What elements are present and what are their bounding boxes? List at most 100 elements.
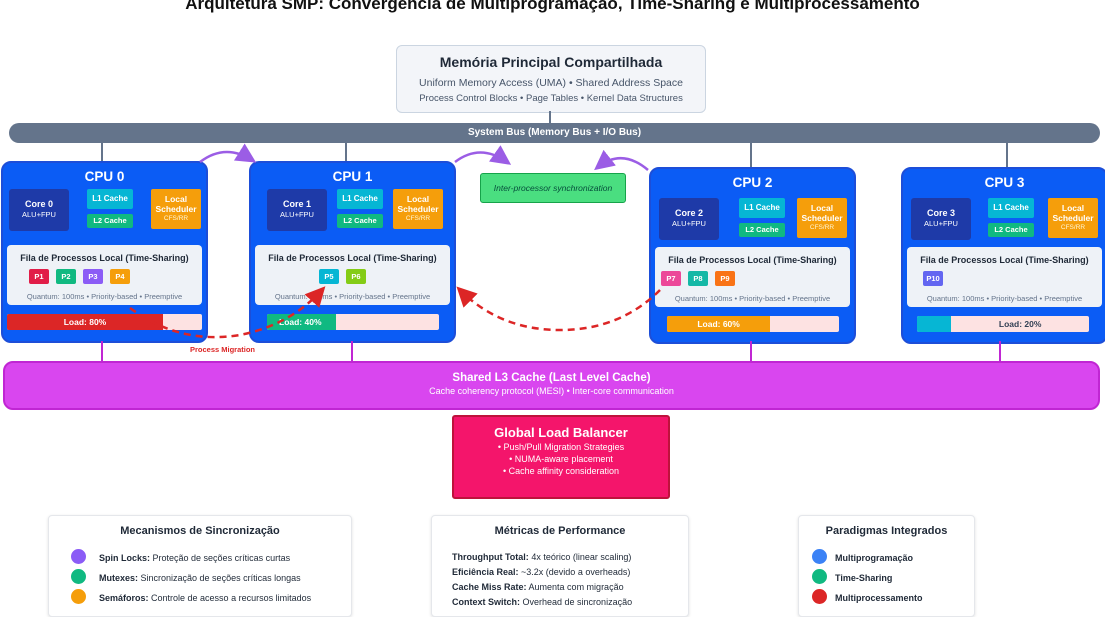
cpu-title: CPU 0 (84, 169, 125, 184)
memory-title: Memória Principal Compartilhada (439, 54, 663, 70)
load-label: Load: 80% (63, 317, 107, 327)
core-label: Core 1 (282, 199, 311, 209)
panel-title: Paradigmas Integrados (825, 525, 948, 537)
process-queue: Fila de Processos Local (Time-Sharing) P… (907, 247, 1102, 307)
metric-desc: 4x teórico (linear scaling) (528, 552, 632, 562)
integrated-paradigms-panel: Paradigmas Integrados Multiprogramação T… (798, 515, 975, 617)
migration-arrow (129, 286, 326, 339)
queue-title: Fila de Processos Local (Time-Sharing) (268, 253, 437, 263)
core-sub: ALU+FPU (22, 210, 56, 219)
migration-arrow (456, 286, 661, 332)
cpu-title: CPU 2 (732, 175, 773, 190)
legend-item: Spin Locks: Proteção de seções críticas … (99, 553, 290, 563)
scheduler-label: Local Scheduler (397, 194, 439, 214)
bus-connector (101, 143, 103, 161)
sync-arrow (454, 145, 512, 165)
inter-processor-sync-label: Inter-processor synchronization (480, 173, 626, 203)
l2-cache: L2 Cache (337, 214, 383, 228)
l1-cache: L1 Cache (337, 189, 383, 209)
core-sub: ALU+FPU (672, 219, 706, 228)
scheduler-label: Local Scheduler (1052, 203, 1094, 223)
l1-cache: L1 Cache (988, 198, 1034, 218)
item-desc: Proteção de seções críticas curtas (150, 553, 291, 563)
scheduler-label: Local Scheduler (801, 203, 843, 223)
load-bar: Load: 40% (267, 314, 439, 330)
balancer-item: • Cache affinity consideration (502, 466, 620, 476)
legend-dot (71, 589, 86, 604)
balancer-item: • NUMA-aware placement (509, 454, 613, 464)
l3-title: Shared L3 Cache (Last Level Cache) (452, 372, 651, 384)
panel-title: Métricas de Performance (494, 525, 626, 537)
metric-term: Context Switch: (452, 597, 521, 607)
memory-bus-connector (549, 111, 551, 124)
shared-l3-cache: Shared L3 Cache (Last Level Cache) Cache… (3, 361, 1100, 410)
panel-title: Mecanismos de Sincronização (120, 525, 280, 537)
core-label: Core 2 (674, 208, 703, 218)
process-p4: P4 (110, 269, 130, 284)
metric-row: Eficiência Real: ~3.2x (devido a overhea… (452, 567, 630, 577)
process-p2: P2 (56, 269, 76, 284)
item-term: Spin Locks: (99, 553, 151, 563)
memory-line-2: Process Control Blocks • Page Tables • K… (419, 93, 683, 104)
process-p6: P6 (346, 269, 366, 284)
item-term: Semáforos: (99, 593, 149, 603)
metric-row: Cache Miss Rate: Aumenta com migração (452, 582, 624, 592)
sync-arrow (594, 149, 649, 171)
load-fill (7, 314, 163, 330)
core-label: Core 0 (24, 199, 53, 209)
sync-arrow (199, 143, 257, 164)
queue-title: Fila de Processos Local (Time-Sharing) (668, 255, 837, 265)
core-sub: ALU+FPU (924, 219, 958, 228)
metric-term: Throughput Total: (452, 552, 529, 562)
process-p10: P10 (923, 271, 943, 286)
load-label: Load: 20% (998, 319, 1042, 329)
legend-dot (812, 549, 827, 564)
queue-title: Fila de Processos Local (Time-Sharing) (920, 255, 1089, 265)
metric-row: Throughput Total: 4x teórico (linear sca… (452, 552, 631, 562)
process-migration-label: Process Migration (190, 345, 256, 354)
l3-connector (750, 341, 752, 362)
l1-cache: L1 Cache (87, 189, 133, 209)
scheduler-sub: CFS/RR (809, 224, 835, 231)
l3-sub: Cache coherency protocol (MESI) • Inter-… (429, 386, 674, 396)
l2-cache: L2 Cache (739, 223, 785, 237)
metric-term: Eficiência Real: (452, 567, 519, 577)
l1-cache: L1 Cache (739, 198, 785, 218)
queue-meta: Quantum: 100ms • Priority-based • Preemp… (674, 294, 831, 303)
l3-connector (101, 341, 103, 362)
l2-cache: L2 Cache (87, 214, 133, 228)
load-bar: Load: 80% (7, 314, 202, 330)
paradigm-item: Multiprocessamento (835, 593, 923, 603)
process-p7: P7 (661, 271, 681, 286)
l3-connector (351, 341, 353, 362)
metric-desc: ~3.2x (devido a overheads) (518, 567, 631, 577)
process-p3: P3 (83, 269, 103, 284)
core-label: Core 3 (926, 208, 955, 218)
item-term: Mutexes: (99, 573, 139, 583)
shared-memory-box: Memória Principal Compartilhada Uniform … (396, 45, 706, 113)
process-queue: Fila de Processos Local (Time-Sharing) P… (655, 247, 850, 307)
queue-meta: Quantum: 100ms • Priority-based • Preemp… (26, 292, 183, 301)
legend-item: Mutexes: Sincronização de seções crítica… (99, 573, 301, 583)
process-p9: P9 (715, 271, 735, 286)
legend-dot (812, 569, 827, 584)
queue-meta: Quantum: 100ms • Priority-based • Preemp… (274, 292, 431, 301)
bus-connector (1006, 143, 1008, 169)
legend-dot (71, 549, 86, 564)
balancer-title: Global Load Balancer (494, 425, 628, 440)
sync-mechanisms-panel: Mecanismos de Sincronização Spin Locks: … (48, 515, 352, 617)
load-label: Load: 60% (697, 319, 740, 329)
l2-cache: L2 Cache (988, 223, 1034, 237)
